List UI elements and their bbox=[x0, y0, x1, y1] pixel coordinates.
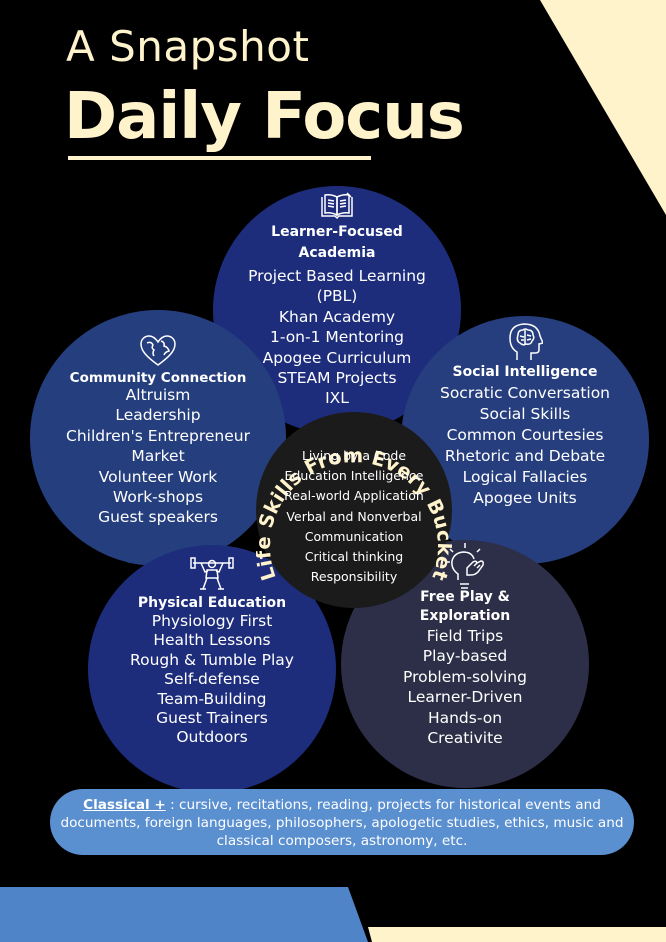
list-item: Common Courtesies bbox=[446, 426, 604, 444]
list-item: Volunteer Work bbox=[98, 467, 218, 486]
list-item: Leadership bbox=[115, 406, 201, 425]
list-item: Communication bbox=[304, 528, 404, 544]
list-item: Field Trips bbox=[426, 627, 504, 645]
list-item: Khan Academy bbox=[278, 307, 396, 326]
list-item: (PBL) bbox=[316, 287, 358, 306]
top-right-stripe bbox=[540, 0, 666, 215]
freeplay-title-line2: Exploration bbox=[419, 608, 511, 624]
community-title: Community Connection bbox=[69, 370, 247, 386]
list-item: Problem-solving bbox=[403, 667, 527, 686]
list-item: Creativite bbox=[427, 729, 503, 748]
list-item: Guest Trainers bbox=[156, 709, 268, 728]
freeplay-title-line1: Free Play & bbox=[420, 589, 510, 605]
list-item: Play-based bbox=[422, 647, 508, 666]
list-item: Team-Building bbox=[157, 689, 267, 708]
academia-title-line2: Academia bbox=[298, 245, 376, 261]
list-item: Logical Fallacies bbox=[462, 468, 588, 486]
list-item: Altruism bbox=[125, 386, 191, 404]
list-item: Living by a Code bbox=[301, 448, 407, 463]
social-title: Social Intelligence bbox=[452, 364, 598, 380]
brain-head-icon bbox=[509, 323, 543, 360]
list-item: Physiology First bbox=[151, 612, 273, 630]
list-item: Socratic Conversation bbox=[439, 384, 611, 402]
bottom-blue-stripe bbox=[0, 887, 368, 942]
list-item: Health Lessons bbox=[153, 631, 271, 650]
list-item: Market bbox=[131, 447, 185, 466]
list-item: Responsibility bbox=[310, 569, 398, 585]
list-item: Rhetoric and Debate bbox=[444, 447, 606, 465]
academia-title-line1: Learner-Focused bbox=[271, 224, 403, 240]
list-item: Verbal and Nonverbal bbox=[286, 508, 422, 524]
classical-text: : cursive, recitations, reading, project… bbox=[60, 797, 624, 849]
page-title: Daily Focus bbox=[64, 80, 465, 154]
lightbulb-hand-icon bbox=[446, 543, 484, 589]
physical-title: Physical Education bbox=[137, 595, 287, 611]
list-item: Apogee Units bbox=[473, 489, 577, 507]
list-item: STEAM Projects bbox=[277, 369, 397, 388]
list-item: Education Intelligence bbox=[284, 468, 424, 484]
list-item: Social Skills bbox=[479, 405, 571, 423]
list-item: Learner-Driven bbox=[407, 688, 523, 707]
community-circle: Community Connection Altruism Leadership… bbox=[30, 310, 286, 566]
classical-banner: Classical + : cursive, recitations, read… bbox=[50, 789, 634, 855]
list-item: Self-defense bbox=[164, 670, 260, 689]
bottom-cream-stripe bbox=[368, 927, 666, 942]
title-underline bbox=[68, 156, 371, 160]
list-item: Rough & Tumble Play bbox=[130, 650, 294, 669]
book-icon bbox=[321, 192, 353, 220]
classical-label: Classical + bbox=[83, 797, 166, 813]
heart-globe-icon bbox=[140, 335, 176, 366]
center-arc: Life Skills From Every Bucket bbox=[256, 444, 452, 583]
list-item: Real-world Application bbox=[284, 488, 424, 504]
center-circle: Life Skills From Every Bucket Living by … bbox=[256, 412, 452, 608]
list-item: Guest speakers bbox=[98, 508, 218, 527]
list-item: Critical thinking bbox=[304, 549, 404, 565]
social-circle: Social Intelligence Socratic Conversatio… bbox=[401, 316, 649, 564]
subtitle: A Snapshot bbox=[66, 22, 310, 71]
list-item: Project Based Learning bbox=[248, 267, 426, 285]
list-item: IXL bbox=[325, 389, 349, 408]
list-item: Work-shops bbox=[112, 488, 204, 507]
list-item: Hands-on bbox=[427, 708, 503, 727]
weightlifter-icon bbox=[190, 557, 234, 590]
list-item: Outdoors bbox=[176, 728, 248, 747]
list-item: Apogee Curriculum bbox=[262, 348, 412, 367]
list-item: 1-on-1 Mentoring bbox=[269, 328, 405, 347]
list-item: Children's Entrepreneur bbox=[66, 426, 250, 445]
